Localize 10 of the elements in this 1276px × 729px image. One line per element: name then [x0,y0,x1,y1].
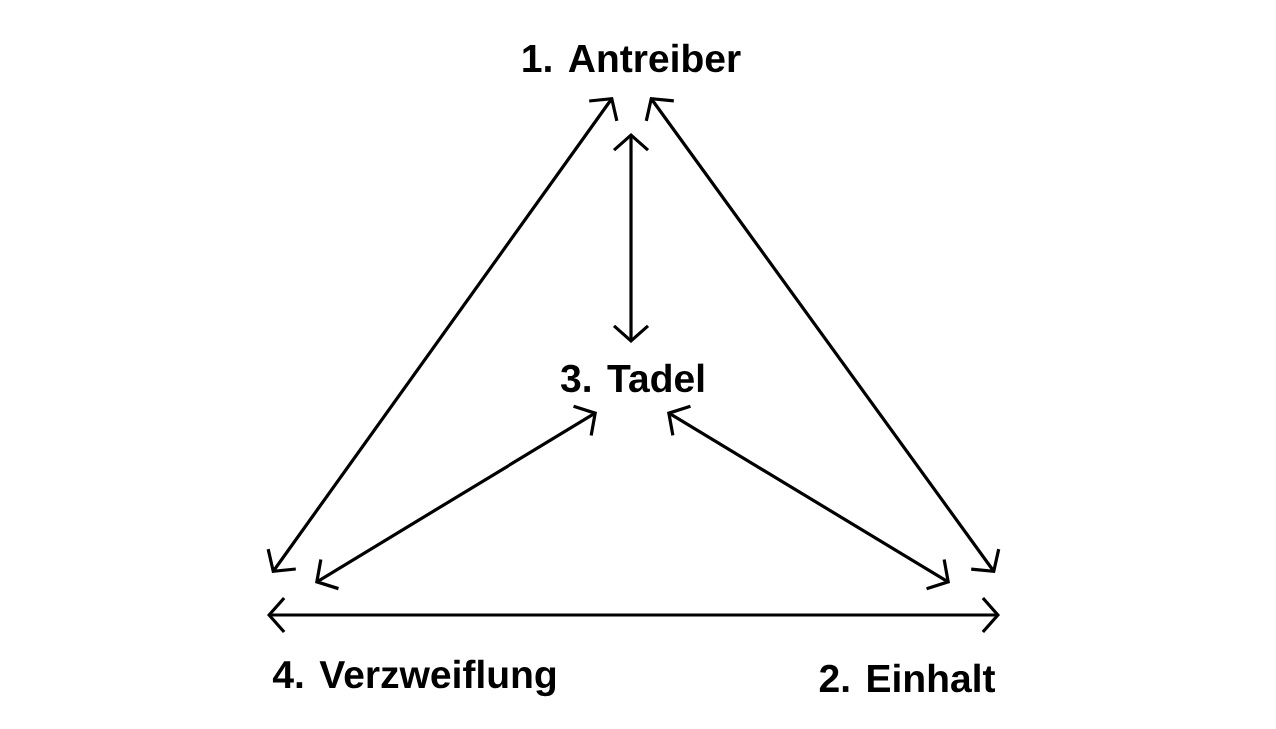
double-arrow [266,97,619,573]
double-arrow [612,133,650,343]
node-label: 2. Einhalt [819,663,996,693]
double-arrow [267,596,1000,634]
double-arrow [667,404,950,591]
double-arrow [315,404,597,591]
node-label: 3. Tadel [560,363,704,393]
double-arrow [644,97,1001,573]
node-label: 4. Verzweiflung [272,659,556,697]
node-label: 1. Antreiber [523,43,741,73]
